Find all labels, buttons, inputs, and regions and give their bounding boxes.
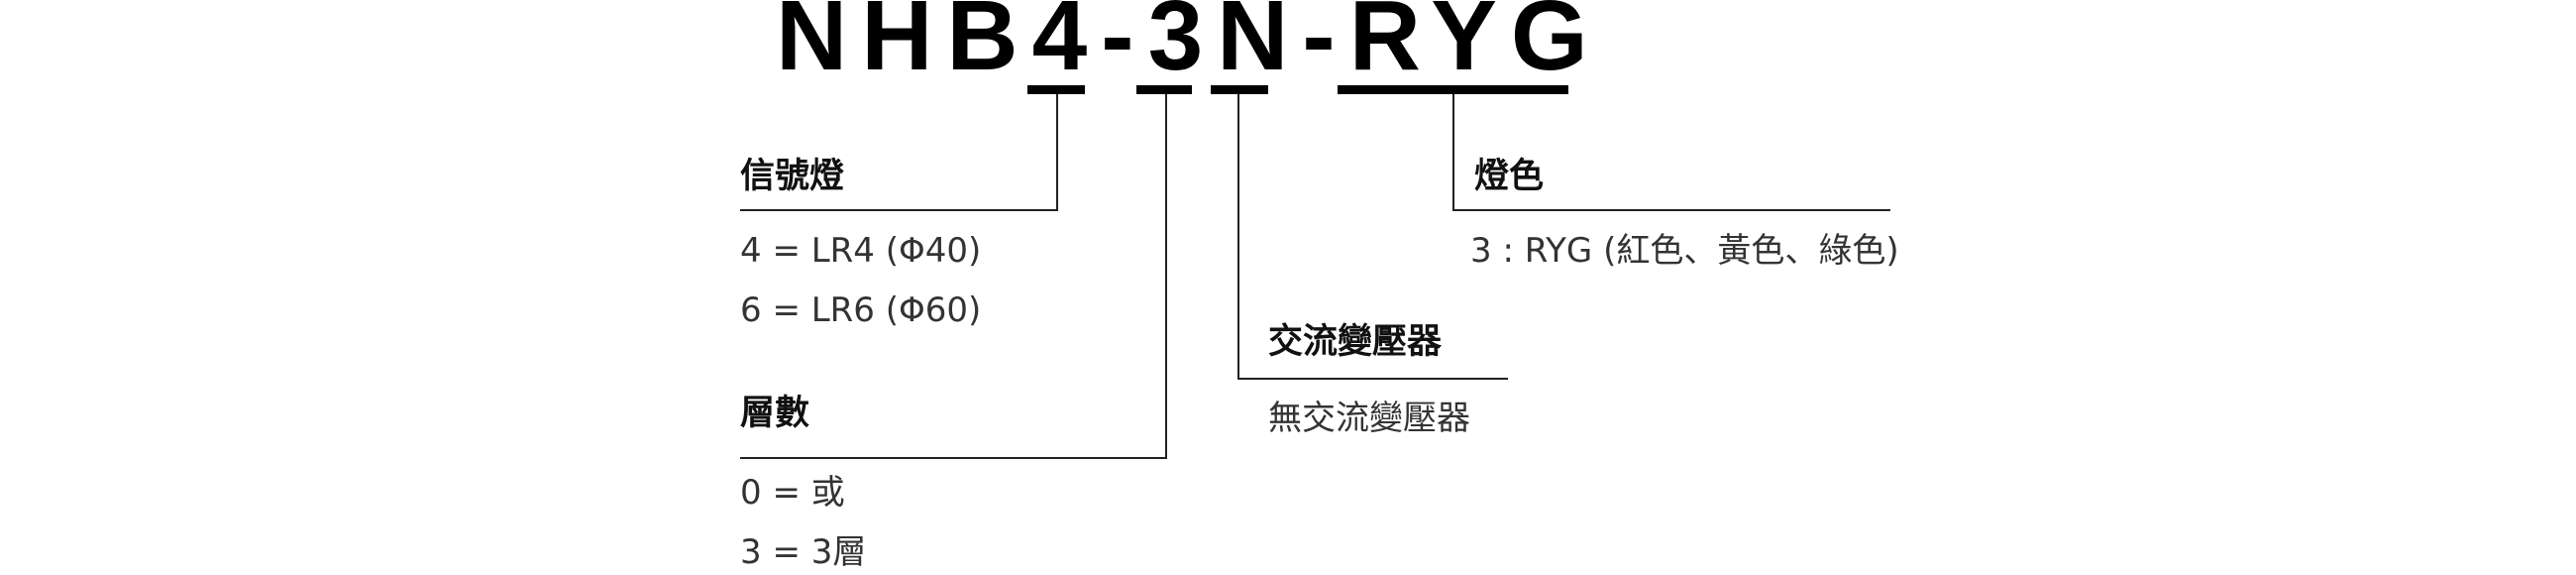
option-layers-3: 3 = 3層 [740,532,867,572]
rule-light-color [1452,209,1890,211]
underline-transformer [1211,85,1268,94]
underline-light-color [1338,85,1568,94]
heading-light-color: 燈色 [1474,157,1545,196]
underline-signal-light [1027,85,1085,94]
option-no-transformer: 無交流變壓器 [1268,399,1470,438]
option-signal-light-4: 4 = LR4 (Φ40) [740,231,982,271]
heading-signal-light: 信號燈 [740,157,845,196]
heading-transformer: 交流變壓器 [1268,322,1443,362]
rule-layers [740,457,1167,459]
connector-layers [1165,94,1167,459]
model-code: NHB4-3N-RYG [776,0,1602,91]
heading-layers: 層數 [740,394,810,433]
rule-transformer [1237,378,1508,380]
option-light-color-ryg: 3 : RYG (紅色、黃色、綠色) [1470,231,1899,271]
connector-light-color [1452,94,1454,211]
connector-signal-light [1056,94,1058,211]
option-layers-0: 0 = 或 [740,473,845,513]
underline-layers [1136,85,1192,94]
connector-transformer [1237,94,1239,380]
option-signal-light-6: 6 = LR6 (Φ60) [740,290,982,330]
rule-signal-light [740,209,1058,211]
